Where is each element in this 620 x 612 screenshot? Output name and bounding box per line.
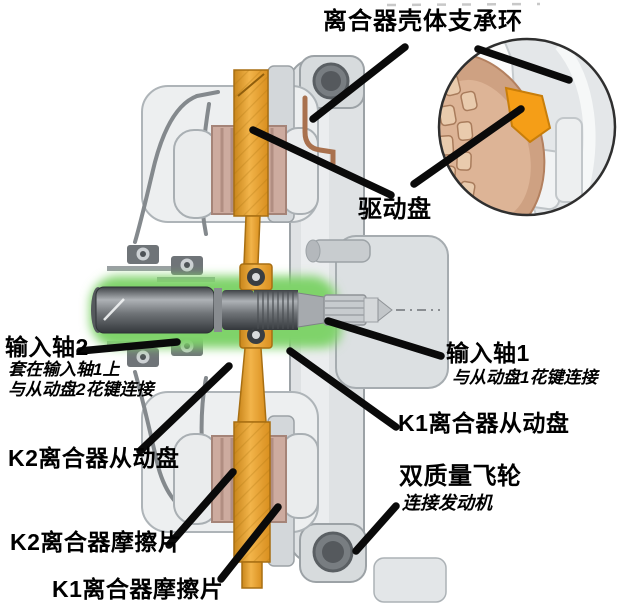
label-input-shaft1: 输入轴1 [446, 340, 530, 366]
callout-drive-plate-main [249, 126, 395, 199]
label-support-ring: 离合器壳体支承环 [323, 8, 523, 35]
label-input-shaft2-note2: 与从动盘2花键连接 [8, 380, 154, 399]
callout-input-shaft1 [324, 317, 445, 360]
label-k1-friction-disc: K1离合器摩擦片 [52, 576, 224, 602]
pilot-bearing-lower [247, 326, 265, 344]
top-artifact-dashes [386, 2, 541, 7]
pilot-bearing-upper [247, 268, 265, 286]
label-dual-mass-flywheel-note: 连接发动机 [402, 493, 492, 513]
label-input-shaft2: 输入轴2 [5, 334, 89, 360]
callout-k1-friction-disc [217, 503, 282, 583]
label-k1-driven-plate: K1离合器从动盘 [398, 410, 570, 436]
callout-lines [76, 43, 573, 583]
callout-input-shaft2 [76, 338, 181, 355]
flywheel-bolt-hole [299, 523, 367, 583]
label-drive-plate: 驱动盘 [358, 196, 432, 223]
callout-k1-driven-plate [286, 347, 400, 431]
callout-k2-driven-plate [136, 362, 233, 455]
callout-support-ring-inset [474, 45, 573, 84]
label-input-shaft1-note: 与从动盘1花键连接 [452, 368, 598, 387]
input-shaft2 [91, 286, 298, 334]
callout-support-ring-main [309, 43, 409, 123]
detail-inset [437, 37, 617, 217]
label-k2-friction-disc: K2离合器摩擦片 [10, 529, 182, 555]
label-k2-driven-plate: K2离合器从动盘 [8, 445, 180, 471]
callout-k2-friction-disc [165, 468, 237, 549]
label-dual-mass-flywheel: 双质量飞轮 [399, 463, 522, 490]
label-input-shaft2-note1: 套在输入轴1上 [8, 360, 120, 379]
drive-plate [233, 69, 273, 589]
callout-flywheel [352, 502, 400, 555]
callout-drive-plate-inset [410, 105, 525, 188]
support-ring-section [302, 95, 336, 167]
